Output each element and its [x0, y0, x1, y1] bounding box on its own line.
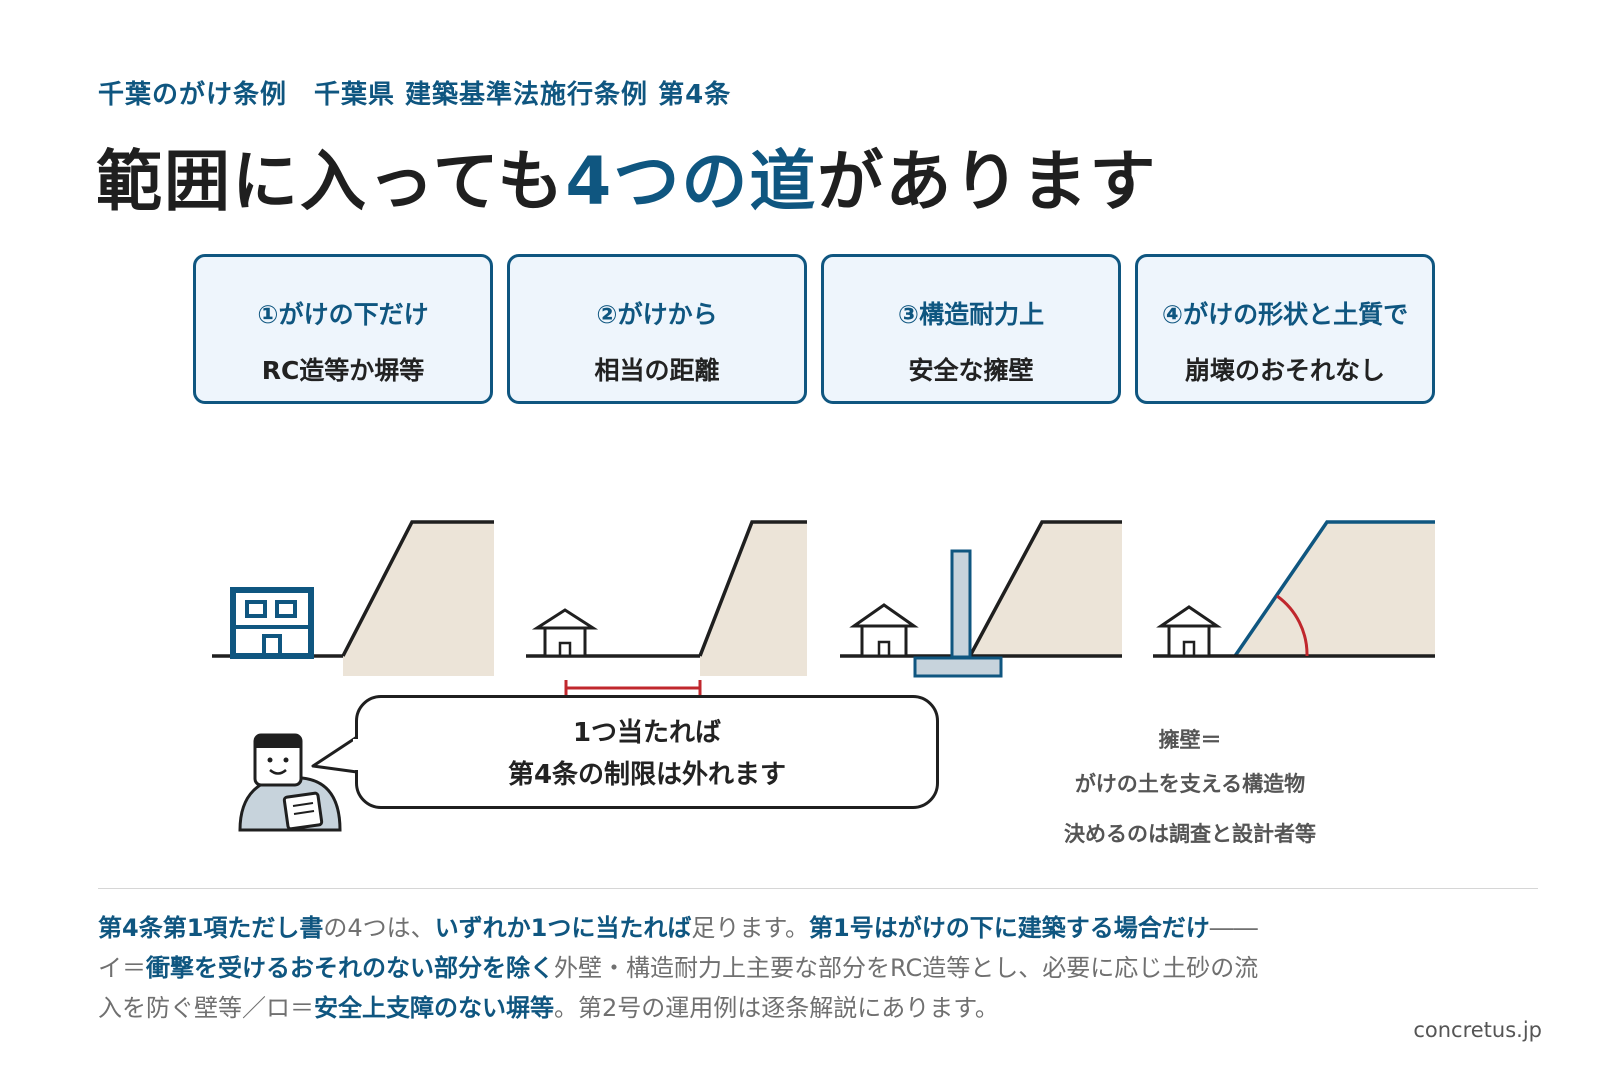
speech-bubble-tail-join	[353, 739, 361, 770]
document-icon	[282, 791, 324, 831]
option-card-4-heading: ④がけの形状と土質で	[1161, 300, 1409, 329]
document-line-2	[293, 810, 315, 815]
scene-1-rc-building	[212, 520, 494, 676]
option-card-1-heading: ①がけの下だけ	[257, 300, 429, 329]
note-decision-makers: 決めるのは調査と設計者等	[1064, 822, 1316, 846]
option-card-2: ②がけから 相当の距離	[507, 254, 807, 404]
retaining-wall-footing	[913, 656, 1003, 678]
page-subtitle: 千葉のがけ条例 千葉県 建築基準法施行条例 第4条	[98, 80, 732, 110]
rc-building-icon	[230, 587, 314, 659]
person-mouth	[269, 769, 287, 775]
option-card-1: ①がけの下だけ RC造等か塀等	[193, 254, 493, 404]
scene-4-soil	[1235, 522, 1435, 656]
page-title: 範囲に入っても4つの道があります	[96, 128, 1157, 224]
speech-bubble-line-1: 1つ当たれば	[572, 718, 722, 748]
title-highlight: 4つの道	[565, 143, 818, 220]
house-icon-door	[1182, 640, 1196, 658]
house-icon-roof	[531, 608, 599, 630]
document-line-1	[292, 802, 314, 807]
rc-building-door	[262, 634, 282, 658]
person-icon	[238, 733, 342, 832]
option-card-1-text: RC造等か塀等	[261, 356, 425, 385]
para-segment: 第1号はがけの下に建築する場合だけ	[809, 914, 1210, 942]
note-retaining-wall-label: 擁壁＝	[1158, 728, 1222, 752]
speech-bubble-line-2: 第4条の制限は外れます	[507, 760, 787, 790]
scene-3-retaining-wall	[840, 520, 1122, 678]
option-card-2-text: 相当の距離	[594, 356, 720, 385]
scene-3-cliff-line	[968, 520, 1122, 657]
scene-1-soil	[343, 522, 494, 676]
scene-4-cliff-line	[1233, 520, 1435, 657]
title-part-2: があります	[817, 143, 1158, 220]
para-segment: 衝撃を受けるおそれのない部分を除く	[146, 954, 554, 982]
para-segment: 第4条第1項ただし書	[98, 914, 324, 942]
divider	[98, 888, 1538, 889]
note-retaining-wall-definition: がけの土を支える構造物	[1074, 772, 1306, 796]
rc-building-window-left	[245, 600, 267, 618]
person-hair	[255, 735, 301, 748]
site-credit: concretus.jp	[1413, 1018, 1542, 1042]
option-card-3: ③構造耐力上 安全な擁壁	[821, 254, 1121, 404]
rc-building-window-right	[275, 600, 297, 618]
house-icon-door	[558, 641, 572, 658]
speech-bubble-tail	[311, 735, 359, 774]
house-icon-roof	[849, 603, 919, 628]
scene-2-soil	[700, 522, 807, 676]
para-segment: 安全上支障のない塀等	[314, 994, 554, 1022]
scene-4-cliff-shape	[1153, 520, 1435, 658]
para-segment: 足ります。	[691, 914, 809, 942]
scene-2-cliff-line	[698, 520, 807, 657]
person-eye-left	[267, 757, 273, 763]
person-eye-right	[283, 757, 289, 763]
scene-3-soil	[970, 522, 1122, 656]
para-segment: いずれか1つに当たれば	[434, 914, 692, 942]
house-icon-roof	[1156, 605, 1222, 628]
explanation-paragraph: 第4条第1項ただし書の4つは、いずれか1つに当たれば足ります。第1号はがけの下に…	[98, 908, 1278, 1028]
speech-bubble: 1つ当たれば 第4条の制限は外れます	[355, 695, 939, 809]
slope-angle-arc	[1276, 594, 1309, 657]
para-segment: 外壁・構造耐力上主要な部分をRC造等とし、必要に応じ土砂の流入を防ぐ壁等／ロ＝	[98, 954, 1259, 1022]
scene-2-distance	[526, 520, 807, 696]
option-card-3-heading: ③構造耐力上	[897, 300, 1045, 329]
option-card-4: ④がけの形状と土質で 崩壊のおそれなし	[1135, 254, 1435, 404]
house-icon-door	[877, 640, 891, 658]
option-card-4-text: 崩壊のおそれなし	[1184, 356, 1385, 385]
para-segment: ――イ＝	[98, 914, 1258, 982]
para-segment: 。第2号の運用例は逐条解説にあります。	[554, 994, 999, 1022]
option-card-2-heading: ②がけから	[596, 300, 718, 329]
scene-1-cliff-line	[341, 520, 494, 657]
retaining-wall-stem	[950, 549, 972, 659]
option-card-3-text: 安全な擁壁	[908, 356, 1034, 385]
title-part-1: 範囲に入っても	[96, 143, 566, 220]
para-segment: の4つは、	[323, 914, 435, 942]
